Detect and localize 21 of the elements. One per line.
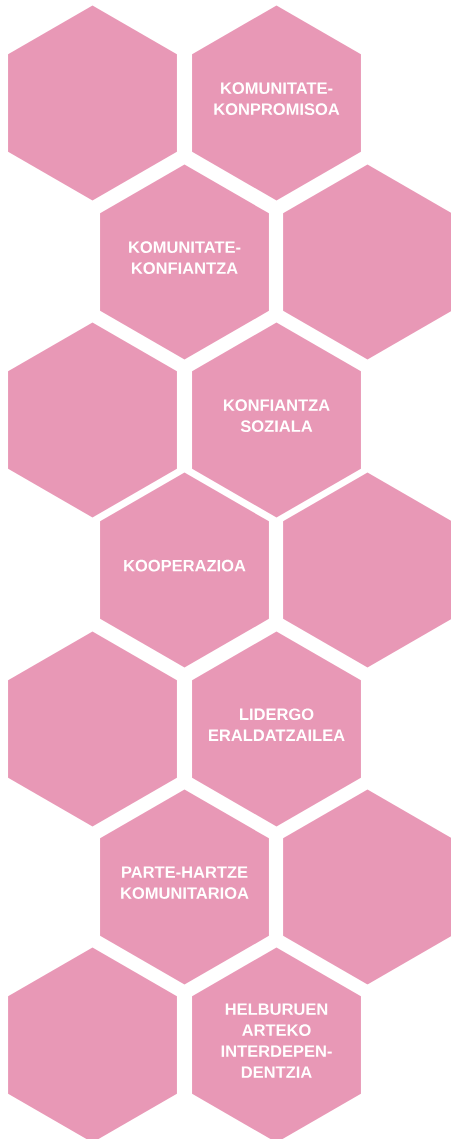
hexagon-tile [283,164,451,360]
text-hexagon: KONFIANTZA SOZIALA [192,322,361,518]
text-hexagon: KOMUNITATE- KONPROMISOA [192,5,361,201]
hexagon-tile [283,472,451,668]
hexagon-tile [8,947,177,1139]
node-label: HELBURUEN ARTEKO INTERDEPEN- DENTZIA [221,1003,332,1078]
node-label: KOMUNITATE- KONFIANTZA [129,241,241,275]
text-hexagon: LIDERGO ERALDATZAILEA [192,631,361,827]
text-hexagon: HELBURUEN ARTEKO INTERDEPEN- DENTZIA [192,947,361,1139]
text-hexagon: PARTE-HARTZE KOMUNITARIOA [100,789,269,985]
node-label: KOMUNITATE- KONPROMISOA [214,82,340,116]
node-label: KOOPERAZIOA [124,559,246,572]
node-label: KONFIANTZA SOZIALA [223,399,330,433]
hexagon-tile [8,631,177,827]
text-hexagon: KOOPERAZIOA [100,472,269,668]
node-label: PARTE-HARTZE KOMUNITARIOA [121,866,249,899]
text-hexagon: KOMUNITATE- KONFIANTZA [100,164,269,360]
node-label: LIDERGO ERALDATZAILEA [209,708,345,741]
hexagon-tile [8,5,177,201]
hexagon-tile [283,789,451,985]
hexagon-tile [8,322,177,518]
